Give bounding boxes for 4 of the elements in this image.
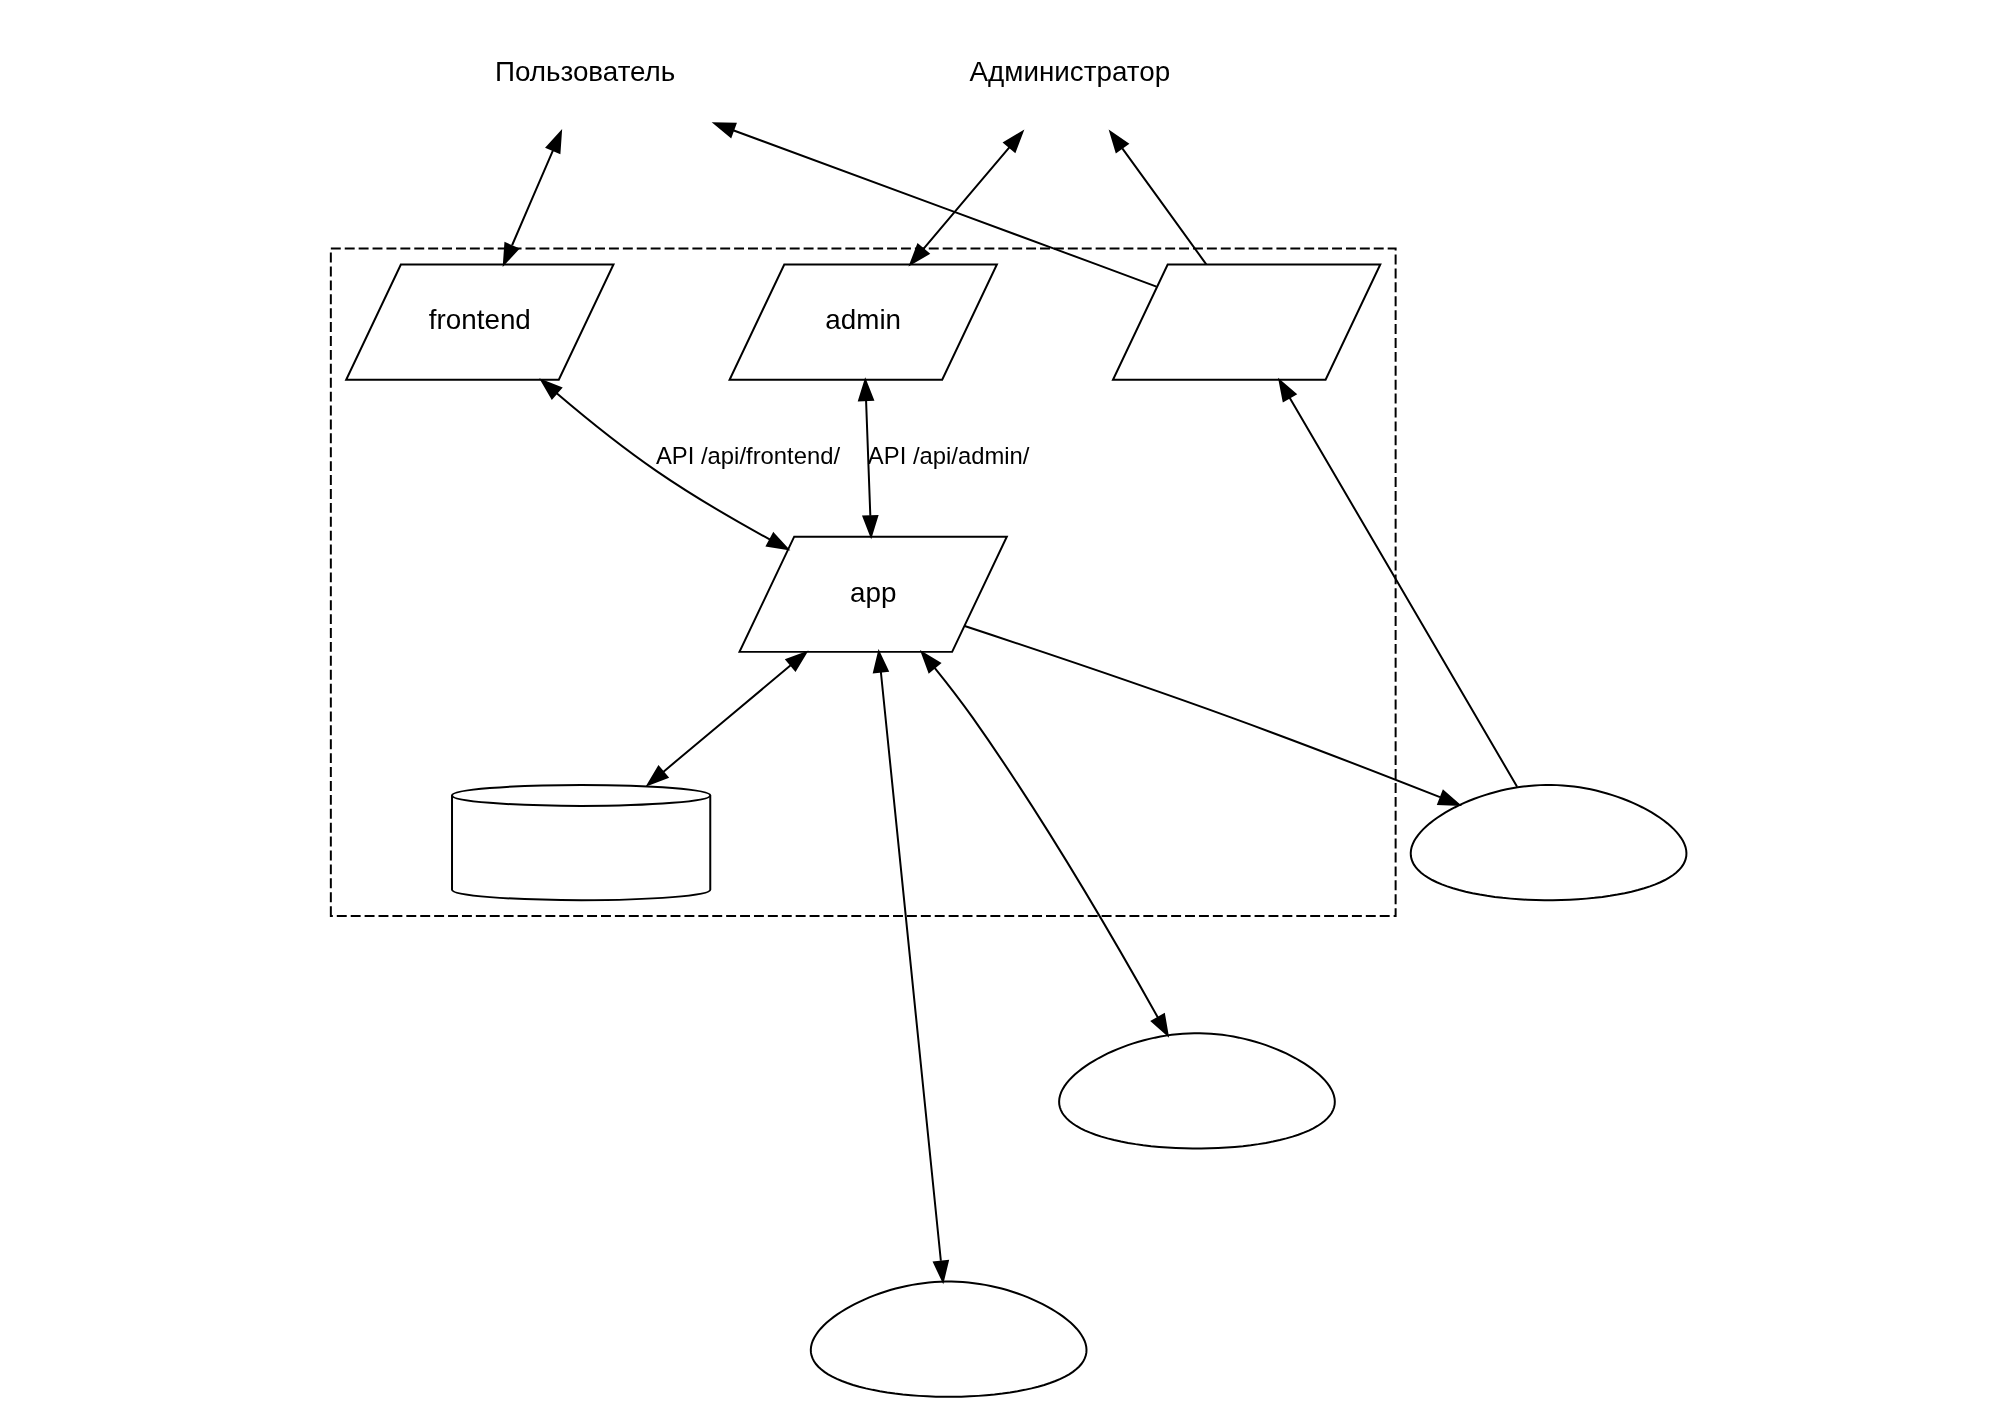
edge-label: API /api/frontend/ <box>655 442 840 470</box>
edge-label: API /api/admin/ <box>867 442 1029 470</box>
node-text: Пользователь <box>494 56 675 88</box>
node-text: Администратор <box>969 56 1170 88</box>
